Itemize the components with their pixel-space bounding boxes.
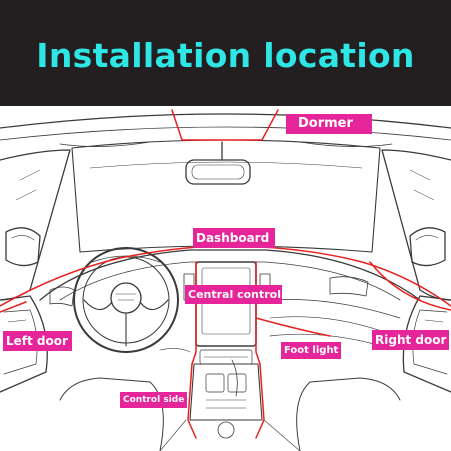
foot-light-label: Foot light xyxy=(281,342,341,359)
control-side-label: Control side xyxy=(120,392,187,408)
left-door-label: Left door xyxy=(3,331,72,351)
dormer-label: Dormer xyxy=(286,114,372,134)
dashboard-label: Dashboard xyxy=(193,228,275,248)
car-interior-sketch xyxy=(0,109,451,451)
page-title: Installation location xyxy=(36,36,415,75)
right-door-label: Right door xyxy=(372,330,449,350)
title-banner: Installation location xyxy=(0,0,451,106)
central-control-label: Central control xyxy=(185,285,282,304)
